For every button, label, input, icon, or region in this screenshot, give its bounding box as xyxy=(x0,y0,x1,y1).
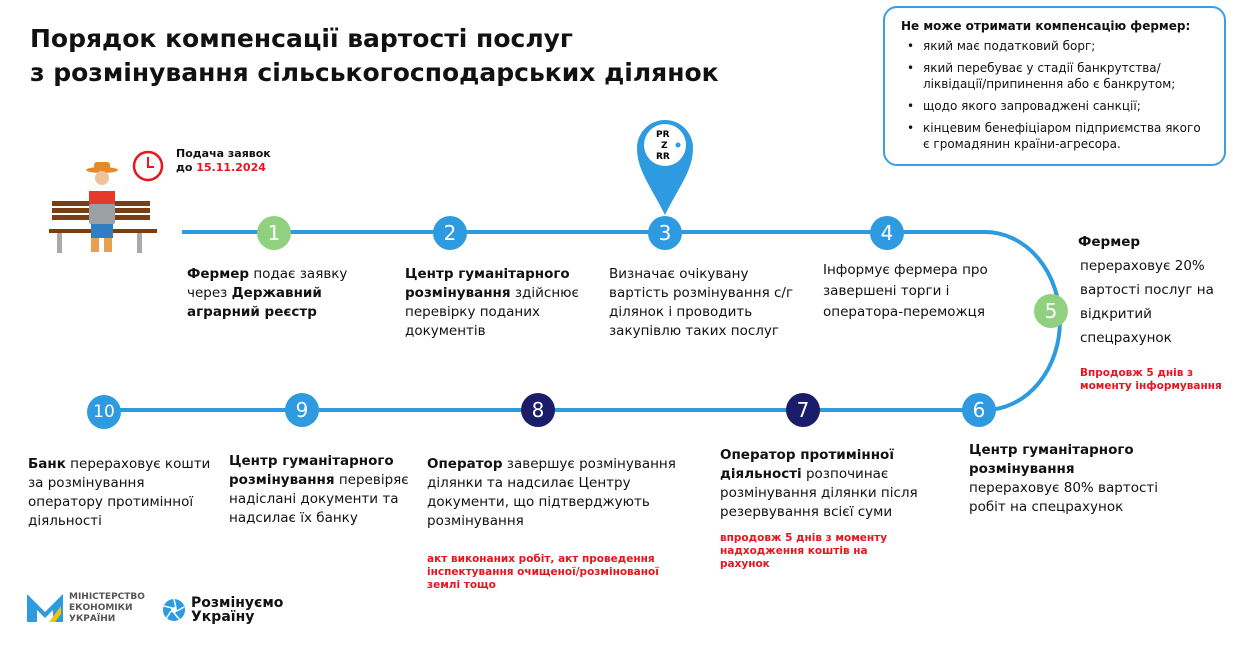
svg-text:PR: PR xyxy=(656,130,670,140)
step-10-marker: 10 xyxy=(87,395,121,429)
step-4-text: Інформує фермера про завершені торги і о… xyxy=(823,262,988,320)
svg-text:RR: RR xyxy=(656,152,670,162)
step-7-marker: 7 xyxy=(786,393,820,427)
restriction-heading: Не може отримати компенсацію фермер: xyxy=(901,19,1191,33)
step-6-marker: 6 xyxy=(962,393,996,427)
list-item: який перебуває у стадії банкрутства/ лік… xyxy=(901,60,1208,92)
step-7-text: Оператор протимінної діяльності розпочин… xyxy=(720,446,950,522)
deadline-date: 15.11.2024 xyxy=(196,161,266,174)
step-2-marker: 2 xyxy=(433,216,467,250)
logo-line: ЕКОНОМІКИ xyxy=(69,603,133,613)
step-desc: здійснює перевірку поданих документів xyxy=(405,285,579,339)
clock-icon xyxy=(132,150,164,182)
step-actor: Центр гуманітарного розмінування xyxy=(969,442,1134,477)
step-desc: розпочинає розмінування ділянки після ре… xyxy=(720,466,918,520)
deadline-label: Подача заявок xyxy=(176,147,271,160)
title-line: з розмінування сільськогосподарських діл… xyxy=(30,58,719,87)
demining-logo-icon xyxy=(163,598,185,621)
step-3-marker: 3 xyxy=(648,216,682,250)
step-desc: завершує розмінування ділянки та надсила… xyxy=(427,456,676,529)
step-8-note: акт виконаних робіт, акт проведення інсп… xyxy=(427,553,659,591)
step-10-text: Банк перераховує кошти за розмінування о… xyxy=(28,455,213,531)
page-title: Порядок компенсації вартості послуг з роз… xyxy=(30,22,719,90)
logo-line: Розмінуємо xyxy=(191,595,284,611)
step-desc: перевіряє надіслані документи та надсила… xyxy=(229,472,409,526)
step-4-marker: 4 xyxy=(870,216,904,250)
location-pin-icon: PR Z RR xyxy=(637,120,693,215)
farmer-on-bench-illustration xyxy=(49,162,157,253)
step-desc: перераховує 20% вартості послуг на відкр… xyxy=(1080,258,1214,346)
step-8-text: Оператор завершує розмінування ділянки т… xyxy=(427,455,692,531)
step-actor: Оператор xyxy=(427,456,503,472)
step-actor: Банк xyxy=(28,456,66,472)
step-desc: перераховує кошти за розмінування операт… xyxy=(28,456,211,529)
step-registry: Державний аграрний реєстр xyxy=(187,285,322,320)
step-9-text: Центр гуманітарного розмінування перевір… xyxy=(229,452,409,528)
logo-line: УКРАЇНИ xyxy=(69,614,116,624)
step-2-text: Центр гуманітарного розмінування здійсню… xyxy=(405,265,590,341)
step-7-note: впродовж 5 днів з моменту надходження ко… xyxy=(720,532,888,570)
title-line: Порядок компенсації вартості послуг xyxy=(30,24,573,53)
list-item: щодо якого запроваджені санкції; xyxy=(901,98,1208,114)
step-actor: Центр гуманітарного розмінування xyxy=(229,453,394,488)
step-actor: Фермер xyxy=(187,266,250,282)
step-5-marker: 5 xyxy=(1034,294,1068,328)
step-5-note: Впродовж 5 днів з моменту інформування xyxy=(1080,367,1222,392)
step-1-text: Фермер подає заявку через Державний агра… xyxy=(187,265,372,322)
step-actor: Оператор протимінної діяльності xyxy=(720,447,894,482)
deadline-prefix: до xyxy=(176,161,193,174)
step-actor: Центр гуманітарного розмінування xyxy=(405,266,570,301)
ministry-logo-icon xyxy=(27,594,63,622)
svg-text:Z: Z xyxy=(661,141,668,151)
step-actor: Фермер xyxy=(1078,234,1141,250)
step-desc: перераховує 80% вартості робіт на спецра… xyxy=(969,480,1158,515)
step-desc: подає заявку через xyxy=(187,266,348,301)
step-5-text: Фермер перераховує 20% вартості послуг на… xyxy=(1078,230,1228,350)
step-3-text: Визначає очікувану вартість розмінування… xyxy=(609,266,794,339)
step-1-marker: 1 xyxy=(257,216,291,250)
logo-line: Україну xyxy=(191,609,255,625)
restriction-box: Не може отримати компенсацію фермер: яки… xyxy=(883,6,1226,166)
step-9-marker: 9 xyxy=(285,393,319,427)
list-item: який має податковий борг; xyxy=(901,38,1208,54)
list-item: кінцевим бенефіціаром підприємства якого… xyxy=(901,120,1208,152)
step-8-marker: 8 xyxy=(521,393,555,427)
logo-line: МІНІСТЕРСТВО xyxy=(69,592,145,602)
